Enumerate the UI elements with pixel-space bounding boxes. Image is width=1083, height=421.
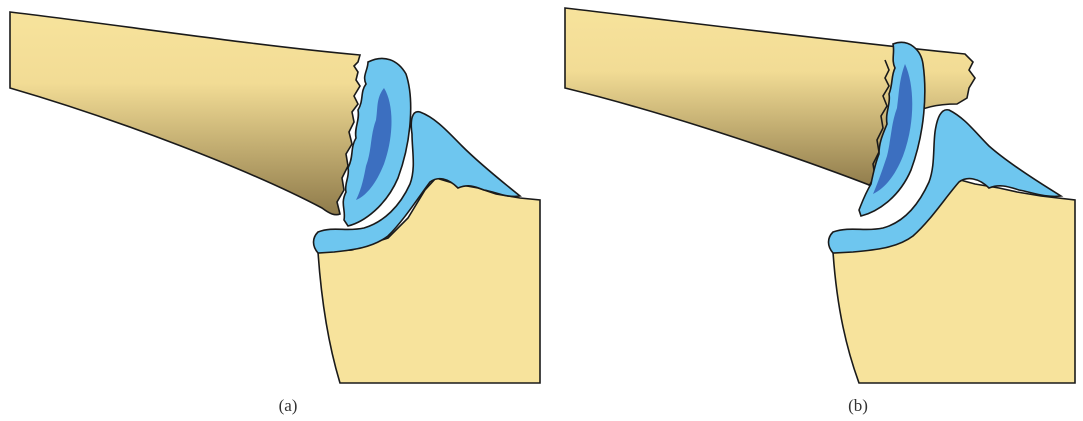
panel-caption-b: (b) [848, 396, 868, 416]
upper-bone-shaft [10, 12, 360, 215]
panel-caption-a: (a) [279, 396, 298, 416]
panel-a: (a) [0, 0, 541, 421]
joint-illustration-b [555, 0, 1083, 421]
joint-illustration-a [0, 0, 541, 421]
panel-b: (b) [555, 0, 1083, 421]
